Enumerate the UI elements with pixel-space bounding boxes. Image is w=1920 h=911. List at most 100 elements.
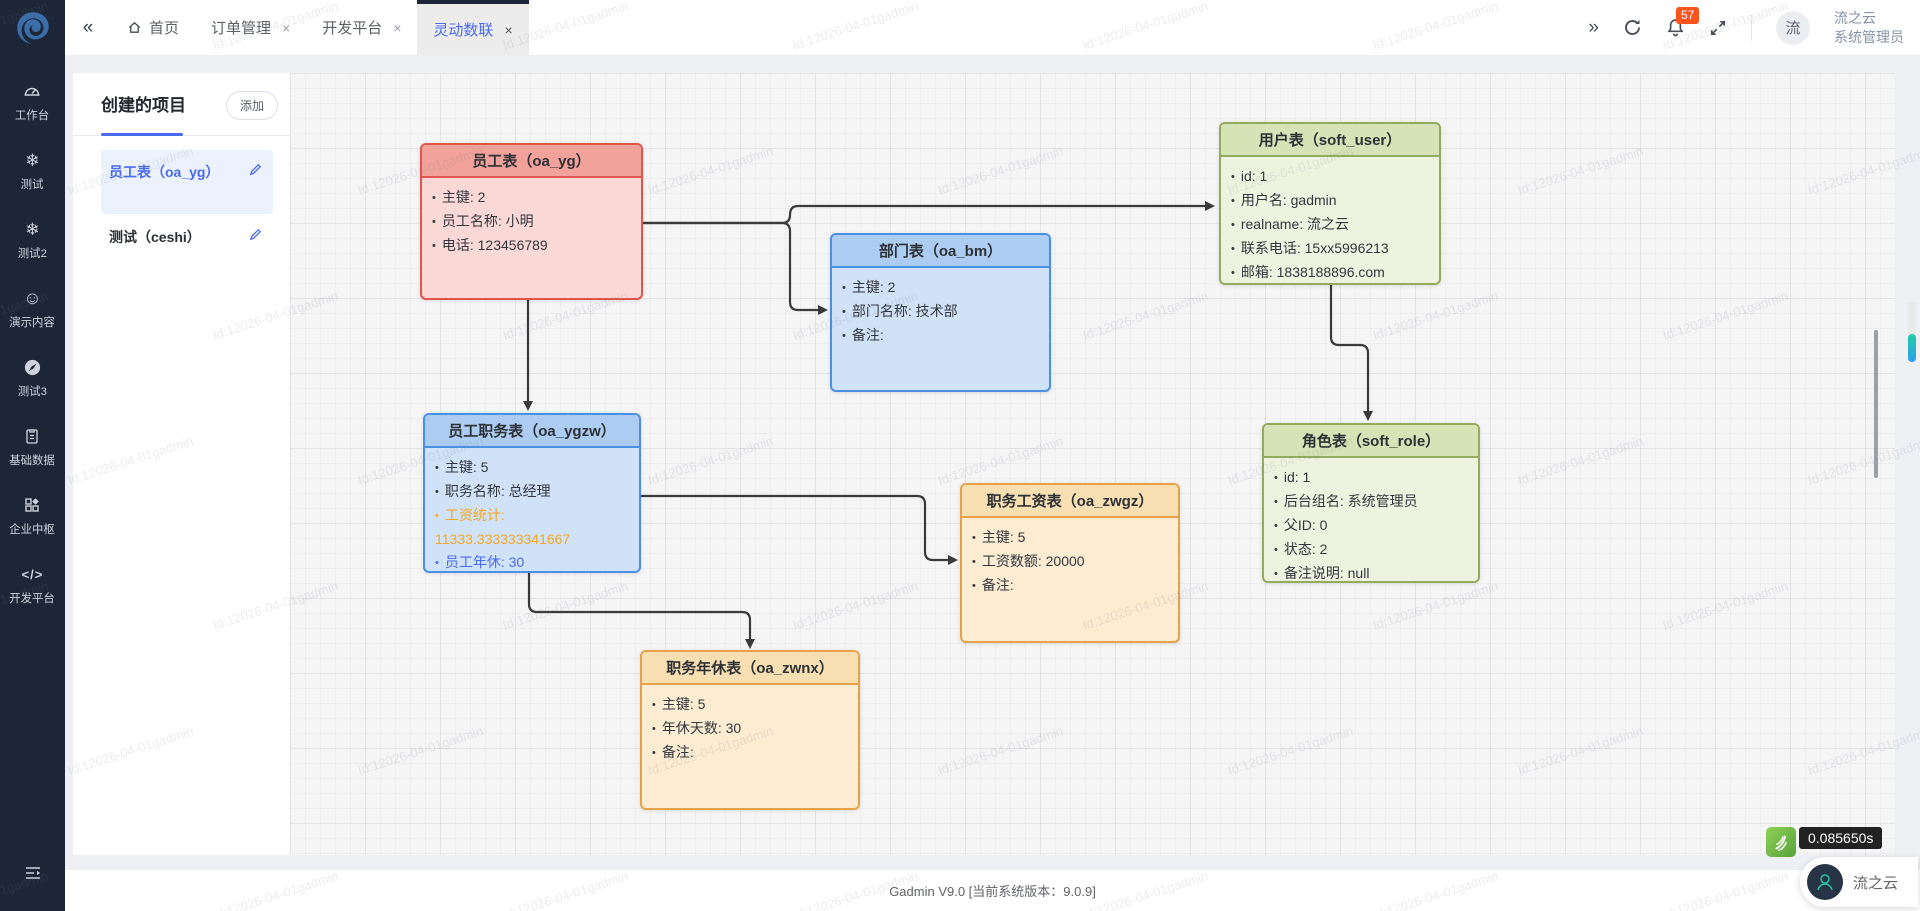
entity-soft_user[interactable]: 用户表（soft_user）•id: 1•用户名: gadmin•realnam… [1219,122,1441,285]
version-text: Gadmin V9.0 [当前系统版本：9.0.9] [889,884,1096,899]
compass-icon [23,357,42,377]
entity-field: •主键: 5 [652,696,706,712]
user-role: 系统管理员 [1834,28,1904,45]
edge-arrowhead [818,305,828,315]
tab-label: 灵动数联 [433,22,494,39]
topbar: « 首页订单管理×开发平台×灵动数联× » 57 [65,0,1920,56]
notifications-button[interactable]: 57 [1666,7,1700,37]
tab-close-icon[interactable]: × [282,19,291,36]
project-item-label: 员工表（oa_yg） [109,164,220,180]
footer: Gadmin V9.0 [当前系统版本：9.0.9] [65,870,1920,911]
project-item-测试（ceshi）[interactable]: 测试（ceshi） [101,227,273,247]
sidebar-item-测试3[interactable]: 测试3 [17,357,48,399]
page-scrollbar-thumb[interactable] [1908,334,1916,362]
entity-field: •备注: [652,744,694,760]
timer-tooltip: 0.085650s [1799,827,1883,849]
entity-field: •主键: 5 [972,529,1026,545]
sidebar-item-label: 演示内容 [9,315,56,329]
sidebar-item-开发平台[interactable]: </> 开发平台 [8,564,56,606]
tab-close-icon[interactable]: × [393,19,402,36]
tab-close-icon[interactable]: × [504,21,513,38]
diagram-canvas[interactable]: 员工表（oa_yg）•主键: 2•员工名称: 小明•电话: 123456789 部… [290,73,1895,855]
tabs-scroll-left-button[interactable]: « [82,16,94,38]
project-item-label: 测试（ceshi） [109,229,201,245]
fullscreen-icon [1710,20,1726,35]
sidebar-item-测试2[interactable]: ❄ 测试2 [17,219,48,261]
flame-icon [1775,835,1787,851]
logo-spiral-icon [16,11,49,44]
sidebar-nav: 工作台 ❄测试 ❄ 测试2 ☺演示内容测试3 基础数据企业中枢 </> 开发平台 [0,55,65,633]
entity-oa_bm[interactable]: 部门表（oa_bm）•主键: 2•部门名称: 技术部•备注: [830,233,1051,392]
entity-oa_zwgz[interactable]: 职务工资表（oa_zwgz）•主键: 5•工资数额: 20000•备注: [960,483,1180,643]
sidebar: 工作台 ❄测试 ❄ 测试2 ☺演示内容测试3 基础数据企业中枢 </> 开发平台 [0,0,65,911]
sidebar-item-工作台[interactable]: 工作台 [14,81,50,123]
tabs-scroll-right-button[interactable]: » [1588,16,1599,38]
chat-user-name: 流之云 [1853,874,1899,892]
snowflake-icon: ❄ [25,219,40,239]
entity-field: •用户名: gadmin [1231,192,1337,208]
user-menu[interactable]: 流之云 系统管理员 [1834,9,1904,47]
sidebar-item-演示内容[interactable]: ☺演示内容 [8,288,56,330]
add-project-button[interactable]: 添加 [225,91,278,120]
entity-field: •年休天数: 30 [652,720,742,736]
menu-collapse-icon [25,867,40,879]
entity-field: •邮箱: 1838188896.com [1231,264,1385,280]
project-item-员工表（oa_yg）[interactable]: 员工表（oa_yg） [101,150,273,214]
notification-badge: 57 [1676,7,1700,25]
entity-fields: •主键: 5•工资数额: 20000•备注: [962,518,1178,604]
tab-订单管理[interactable]: 订单管理 × [195,0,306,55]
user-avatar[interactable]: 流 [1776,10,1810,45]
canvas-scrollbar-thumb[interactable] [1874,330,1878,478]
entity-field: •id: 1 [1274,469,1311,485]
edge-oa_yg-to-oa_bm [643,221,818,312]
topbar-divider [1751,14,1752,41]
user-name: 流之云 [1834,9,1876,26]
entity-field: •realname: 流之云 [1231,216,1350,232]
entity-field: •员工年休: 30 [435,554,525,570]
sidebar-item-label: 测试2 [17,246,48,260]
app-logo[interactable] [0,0,65,55]
sidebar-item-基础数据[interactable]: 基础数据 [8,426,56,468]
sidebar-item-label: 基础数据 [9,453,56,467]
tab-灵动数联[interactable]: 灵动数联 × [417,0,529,55]
edge-arrowhead [745,639,755,649]
performance-timer-button[interactable] [1766,827,1796,857]
sidebar-item-label: 企业中枢 [9,522,56,536]
entity-field: •备注说明: null [1274,565,1370,581]
project-panel-header: 创建的项目 添加 [73,73,290,120]
sidebar-item-测试[interactable]: ❄测试 [20,150,44,192]
entity-field: •id: 1 [1231,168,1268,184]
edit-pencil-icon[interactable] [248,162,263,177]
entity-field: •主键: 5 [435,459,489,475]
topbar-actions: » 57 流 流之云 [1588,0,1920,55]
chat-bubble[interactable]: 流之云 [1800,857,1918,907]
entity-soft_role[interactable]: 角色表（soft_role）•id: 1•后台组名: 系统管理员•父ID: 0•… [1262,423,1480,583]
tab-label: 订单管理 [211,20,272,37]
tab-首页[interactable]: 首页 [111,0,195,55]
entity-oa_zwnx[interactable]: 职务年休表（oa_zwnx）•主键: 5•年休天数: 30•备注: [640,650,860,810]
entity-field: •职务名称: 总经理 [435,483,551,499]
entity-oa_ygzw[interactable]: 员工职务表（oa_ygzw）•主键: 5•职务名称: 总经理•工资统计:1133… [423,413,641,573]
refresh-icon [1625,19,1640,36]
sidebar-item-企业中枢[interactable]: 企业中枢 [8,495,56,537]
entity-field: •工资数额: 20000 [972,553,1085,569]
tab-开发平台[interactable]: 开发平台× [306,0,417,55]
entity-oa_yg[interactable]: 员工表（oa_yg）•主键: 2•员工名称: 小明•电话: 123456789 [420,143,643,300]
entity-field: 11333.333333341667 [435,531,571,547]
entity-fields: •主键: 5 •年休天数: 30 •备注: [642,685,858,771]
fullscreen-button[interactable] [1709,19,1727,37]
clipboard-icon [23,426,41,446]
sidebar-collapse-button[interactable] [0,863,65,883]
edge-oa_yg-to-soft_user [643,204,1205,225]
entity-field: •后台组名: 系统管理员 [1274,493,1418,509]
refresh-button[interactable] [1623,18,1642,37]
panel-title: 创建的项目 [101,96,186,115]
entity-fields: •id: 1•用户名: gadmin•realname: 流之云•联系电话: 1… [1221,157,1439,291]
edge-arrowhead [1205,201,1215,211]
project-list: 员工表（oa_yg） 测试（ceshi） [73,136,290,247]
code-icon: </> [21,566,44,582]
sidebar-item-label: 开发平台 [9,591,56,605]
edit-pencil-icon[interactable] [248,227,263,242]
panel-tab-underline [73,132,290,136]
